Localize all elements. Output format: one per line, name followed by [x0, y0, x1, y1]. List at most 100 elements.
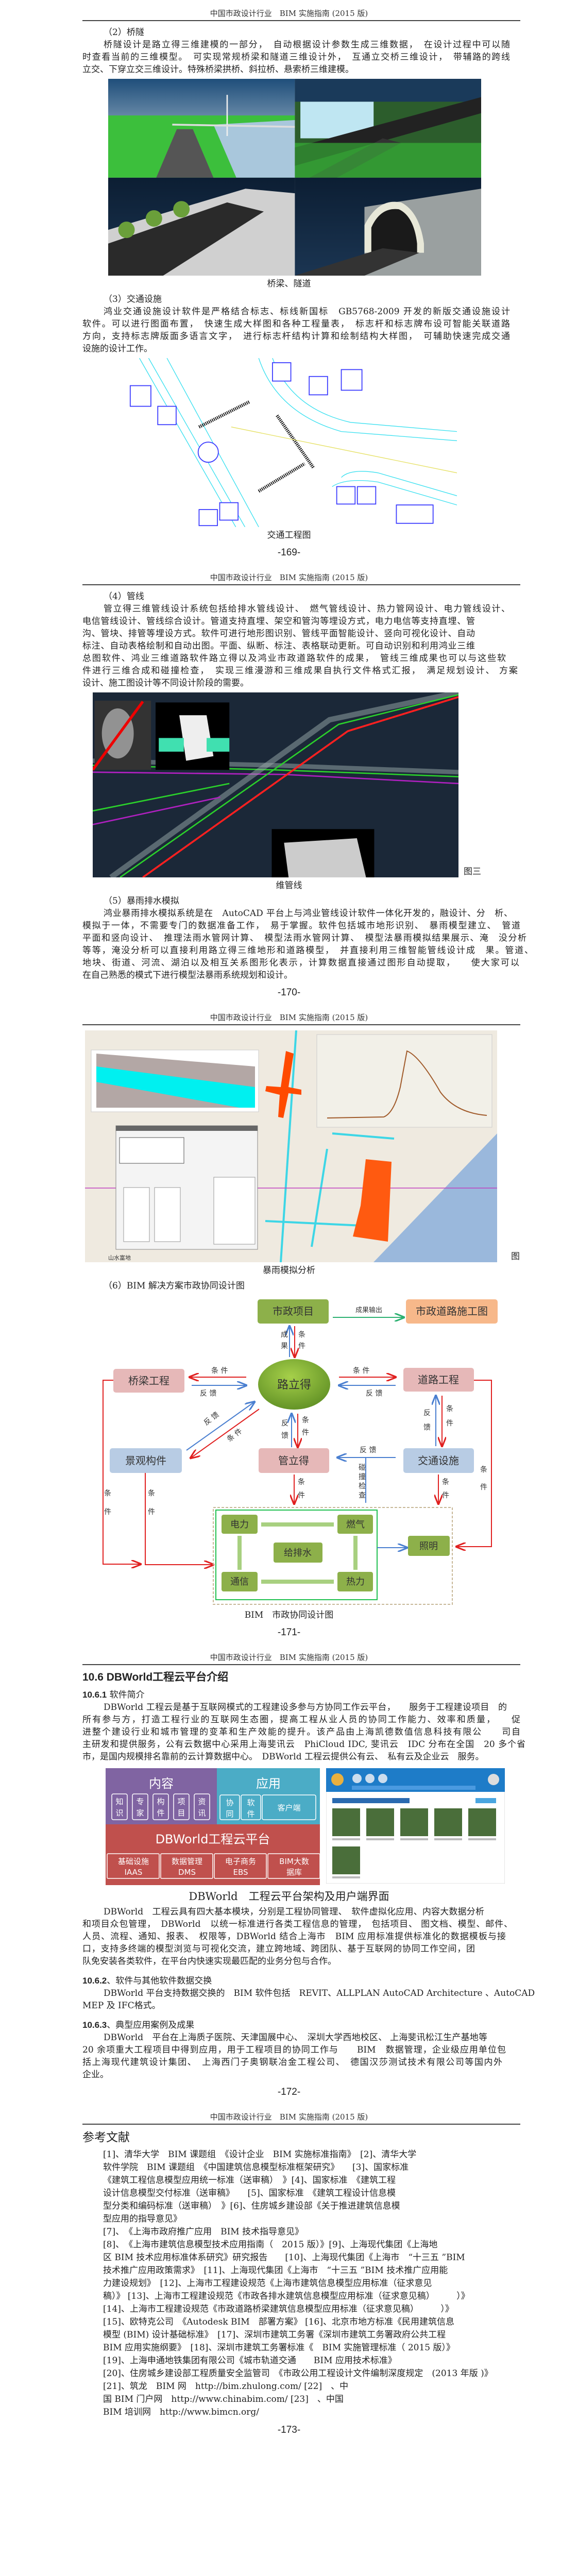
reference-line: 区 BIM 技术应用标准体系研究》研究报告 [10]、上海现代集团《上海市 “十…: [103, 2252, 465, 2263]
label-bridge-engineering: 桥梁工程: [128, 1375, 169, 1387]
paragraph-line: 20 余项重大工程项目中得到应用，用于工程项目的协同工作与 BIM 数据管理，企…: [82, 2045, 506, 2055]
svg-text:条: 条: [442, 1478, 449, 1486]
svg-text:条: 条: [104, 1489, 111, 1498]
svg-text:条: 条: [148, 1489, 155, 1498]
svg-text:通信: 通信: [230, 1577, 249, 1587]
project-thumbnail[interactable]: [332, 1808, 360, 1836]
page-170: 中国市政设计行业 BIM 实施指南 (2015 版) （4）管线 管立得三维管线…: [0, 564, 578, 1004]
paragraph-line: 在自己熟悉的模式下进行模型法暴雨系统规划和设计。: [82, 970, 293, 980]
3d-pipeline-figure: [93, 692, 458, 877]
heading-pipelines: （4）管线: [104, 591, 144, 602]
project-thumbnail[interactable]: [468, 1808, 496, 1836]
project-thumbnail[interactable]: [400, 1808, 428, 1836]
content-item-box: [194, 1793, 210, 1820]
page-173: 中国市政设计行业 BIM 实施指南 (2015 版) 参考文献 [1]、清华大学…: [0, 2104, 578, 2442]
figure-caption-prefix: 图三: [464, 867, 481, 877]
content-label: 内容: [149, 1776, 174, 1791]
platform-figure-wrap: 内容 应用 DBWorld工程云平台 知识专家构件项目资讯协同软件客户端基础设施…: [0, 1768, 578, 1885]
base-module-label: BIM大数: [279, 1857, 309, 1866]
svg-text:件: 件: [148, 1508, 155, 1516]
box-bridge-engineering: [113, 1369, 184, 1393]
page-number: -172-: [277, 2087, 301, 2097]
running-header: 中国市政设计行业 BIM 实施指南 (2015 版): [210, 9, 368, 18]
heading-storm-drainage: （5）暴雨排水模拟: [104, 896, 179, 906]
project-thumbnail[interactable]: [434, 1808, 462, 1836]
base-module-label: DMS: [178, 1868, 196, 1877]
reference-line: 型分类和编码标准（送审稿） 》[6]、住房城乡建设部《关于推进建筑信息模: [103, 2201, 400, 2211]
svg-text:碰: 碰: [359, 1464, 366, 1472]
label-municipal-project: 市政项目: [273, 1305, 314, 1317]
paragraph-line: 队免安装各类软件，在平台内快速实现最匹配的业务分包与合作。: [82, 1956, 336, 1967]
reference-line: [21]、筑龙 BIM 网 http://bim.zhulong.com/ [2…: [103, 2381, 349, 2392]
box-traffic-facilities: [403, 1448, 474, 1473]
paragraph-line: 括上海现代建筑设计集团、 上海西门子奥钢联冶金工程公司、 德国汉莎测试技术有限公…: [82, 2057, 502, 2067]
paragraph-line: 地块、街道、河流、湖泊以及相互关系图形化表示，计算数据直接通过图形自动提取， 使…: [82, 958, 519, 968]
paragraph-line: 等等，淹没分析可以直接利用路立得三维地形和道路模型， 并直接利用三维智能管线设计…: [82, 945, 533, 956]
heading-traffic-facilities: （3）交通设施: [104, 294, 162, 304]
subsection-title: 10.6.3、典型应用案例及成果: [82, 2020, 195, 2030]
bridge-tunnel-figure-wrap: [0, 79, 578, 276]
profile-chart-inset: [91, 1049, 259, 1112]
content-item-box: [173, 1793, 190, 1820]
thumbnail-caption-bar: [332, 1876, 360, 1878]
paragraph-line: 桥隧设计是路立得三维建模的一部分， 自动根据设计参数生成三维数据， 在设计过程中…: [104, 40, 510, 50]
label-luli: 路立得: [277, 1379, 311, 1392]
project-thumbnails: [332, 1808, 496, 1878]
svg-text:条: 条: [302, 1416, 309, 1425]
page-169: 中国市政设计行业 BIM 实施指南 (2015 版) （2）桥隧 桥隧设计是路立…: [0, 0, 578, 564]
svg-text:条: 条: [480, 1465, 487, 1474]
pipeline-figure-wrap: 图三: [0, 692, 578, 877]
reference-line: 稿）》 [13]、上海市工程建设规范《市政各排水建筑信息模型应用标准（征求意见稿…: [103, 2291, 470, 2301]
page-number: -173-: [277, 2425, 301, 2435]
project-thumbnail[interactable]: [366, 1808, 394, 1836]
bridge-tunnel-figure: [108, 79, 481, 276]
rainfall-dialog-inset: [115, 1125, 258, 1250]
content-item-box: [111, 1793, 128, 1820]
centerline: [231, 427, 457, 473]
underpass-render: [108, 177, 295, 276]
thumbnail-caption-bar: [400, 1838, 428, 1840]
app-item-box: [241, 1794, 261, 1820]
project-thumbnail[interactable]: [332, 1846, 360, 1874]
paragraph-line: DBWorld 平台在上海质子医院、天津国展中心、 深圳大学西地校区、 上海斐讯…: [104, 2032, 487, 2043]
page-172: 中国市政设计行业 BIM 实施指南 (2015 版) 10.6 DBWorld工…: [0, 1644, 578, 2104]
base-module-box: [160, 1853, 213, 1879]
figure-caption-prefix: 图: [511, 1251, 520, 1262]
svg-text:件: 件: [298, 1492, 305, 1500]
app-item-label: 软: [247, 1798, 254, 1807]
content-item-label: 家: [136, 1808, 144, 1818]
figure-caption: 桥梁、隧道: [267, 279, 311, 289]
svg-text:燃气: 燃气: [346, 1519, 365, 1530]
header-rule: [82, 584, 520, 585]
running-header: 中国市政设计行业 BIM 实施指南 (2015 版): [210, 573, 368, 582]
storm-figure-wrap: 山水富地 图: [0, 1030, 578, 1262]
svg-text:条 件: 条 件: [353, 1366, 369, 1375]
app-item-label: 客户端: [277, 1803, 300, 1812]
paragraph-line: 沟、管块、排管等埋设方式。软件可进行地形图识别、管线平面智能设计、竖向可视化设计…: [82, 629, 475, 639]
paragraph-line: 时查看当前的三维模型。 可实现常规桥梁和隧道三维设计外， 互通立交桥三维设计， …: [82, 52, 510, 62]
svg-text:条: 条: [298, 1478, 305, 1486]
paragraph-line: 企业。: [82, 2070, 109, 2080]
content-item-label: 项: [177, 1797, 185, 1806]
reference-line: [20]、住房城乡建设部工程质量安全监管司 《市政公用工程设计文件编制深度规定 …: [103, 2368, 493, 2379]
box-heat: [337, 1572, 373, 1591]
box-water-supply-drainage: [274, 1543, 322, 1563]
app-item-label: 协: [226, 1798, 233, 1807]
paragraph-line: 人员、流程、通知、报表、 权限等，DBWorld 结合上海市 BIM 应用标准提…: [82, 1931, 506, 1942]
figure-caption: BIM 市政协同设计图: [244, 1610, 334, 1620]
svg-text:件: 件: [298, 1342, 305, 1350]
storm-simulation-figure: 山水富地: [85, 1030, 497, 1262]
heading-bridge-tunnel: （2）桥隧: [104, 27, 144, 38]
figure-caption: 维管线: [276, 880, 302, 891]
paragraph-line: 市，是国内规模排名靠前的云计算数据中心。 DBWorld 工程云提供公有云、 私…: [82, 1752, 484, 1762]
thumbnail-caption-bar: [468, 1838, 496, 1840]
reference-list: [1]、清华大学 BIM 课题组 《设计企业 BIM 实施标准指南》 [2]、清…: [0, 2148, 578, 2419]
paragraph-line: 电信管线设计、管线综合设计。管道支持直埋、架空和管沟等埋设方式，电力电信等支持直…: [82, 616, 475, 626]
flood-depth-area: [353, 1159, 392, 1242]
figure-caption: DBWorld 工程云平台架构及用户端界面: [189, 1890, 389, 1903]
reference-line: 《建筑工程信息模型应用统一标准（送审稿） 》[4]、国家标准 《建筑工程: [103, 2175, 396, 2185]
road-edge-lines: [139, 358, 457, 527]
thumbnail-caption-bar: [332, 1838, 360, 1840]
traffic-figure-wrap: [0, 358, 578, 527]
svg-text:条 件: 条 件: [211, 1366, 228, 1375]
